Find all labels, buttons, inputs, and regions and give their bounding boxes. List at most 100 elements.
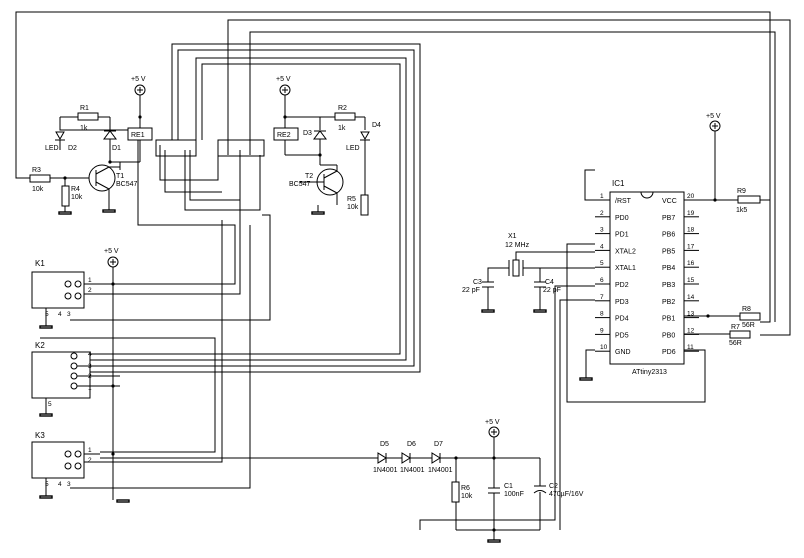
resistor-r2	[334, 112, 356, 121]
mcu-pin-name: PD1	[615, 232, 629, 239]
mcu-pin-name: XTAL2	[615, 248, 636, 255]
routing-wires	[15, 11, 791, 530]
svg-text:LED: LED	[346, 145, 360, 152]
diode-d6	[401, 452, 411, 464]
svg-text:R7: R7	[731, 324, 740, 331]
ground-symbol-t2	[311, 211, 325, 215]
connector-k3: K3 1 2 3 4 5	[31, 431, 130, 503]
resistor-r5	[360, 194, 369, 216]
resistor-r9	[737, 195, 761, 204]
svg-text:BC547: BC547	[289, 181, 311, 188]
diode-d5	[377, 452, 387, 464]
connector-k1: K1 1 2 3 4 5	[31, 259, 100, 329]
mcu-pin-name: PB5	[662, 248, 675, 255]
svg-text:3: 3	[67, 481, 71, 488]
mcu-pin-name: GND	[615, 349, 631, 356]
mcu-pin-number: 5	[600, 260, 604, 267]
mcu-pin-name: PD2	[615, 282, 629, 289]
svg-text:22 pF: 22 pF	[543, 287, 561, 294]
mcu-pin-name: PB4	[662, 265, 675, 272]
mcu-pin-number: 11	[687, 344, 694, 351]
svg-text:K3: K3	[35, 431, 45, 440]
resistor-r3	[29, 174, 51, 183]
svg-text:BC547: BC547	[116, 181, 138, 188]
mcu-ic1: IC1 ATtiny2313 1/RST2PD03PD14XTAL25XTAL1…	[595, 179, 699, 376]
svg-text:3: 3	[67, 311, 71, 318]
mcu-pin-number: 16	[687, 260, 695, 267]
svg-text:T1: T1	[116, 173, 124, 180]
svg-text:4: 4	[58, 311, 62, 318]
resistor-r4	[61, 185, 70, 207]
svg-text:RE1: RE1	[131, 132, 145, 139]
svg-text:5: 5	[45, 481, 49, 488]
mcu-pin-name: XTAL1	[615, 265, 636, 272]
mcu-pin-number: 19	[687, 210, 695, 217]
relay-driver-2: R2 1k RE2 D3 D3 D4 LED T2 BC547	[273, 105, 381, 216]
svg-text:D7: D7	[434, 441, 443, 448]
svg-text:C3: C3	[473, 279, 482, 286]
svg-text:10k: 10k	[32, 186, 44, 193]
svg-text:10k: 10k	[461, 493, 473, 500]
svg-text:D4: D4	[372, 122, 381, 129]
mcu-pin-number: 3	[600, 227, 604, 234]
svg-text:D6: D6	[407, 441, 416, 448]
svg-text:56R: 56R	[742, 322, 755, 329]
svg-text:4: 4	[58, 481, 62, 488]
crystal-x1	[512, 259, 520, 277]
crystal-section: X1 12 MHz C3 22 pF C4 22 pF	[462, 233, 595, 381]
mcu-pin-name: PD4	[615, 316, 629, 323]
ground-symbol-c3	[481, 309, 495, 313]
mcu-pin-number: 10	[600, 344, 608, 351]
mcu-pin-name: PD5	[615, 332, 629, 339]
supply-label-2: +5 V	[276, 76, 291, 83]
svg-text:1N4001: 1N4001	[373, 467, 398, 474]
diode-d3-symbol	[313, 130, 327, 140]
svg-text:T2: T2	[305, 173, 313, 180]
svg-text:10k: 10k	[71, 194, 83, 201]
supply-label-3: +5 V	[104, 248, 119, 255]
relay-driver-1: R1 1k LED D2 D1 RE1 R3 10k R4 10k	[29, 105, 153, 215]
mcu-pin-number: 12	[687, 327, 695, 334]
svg-text:470µF/16V: 470µF/16V	[549, 491, 584, 498]
relay-re2	[273, 127, 299, 141]
svg-text:D1: D1	[112, 145, 121, 152]
svg-text:5: 5	[48, 401, 52, 408]
svg-text:RE2: RE2	[277, 132, 291, 139]
svg-text:1N4001: 1N4001	[400, 467, 425, 474]
mcu-pin-name: PD6	[662, 349, 676, 356]
svg-text:1k: 1k	[80, 125, 88, 132]
svg-text:1: 1	[88, 385, 92, 392]
mcu-pin-name: PB3	[662, 282, 675, 289]
ground-symbol-k2	[39, 413, 53, 417]
ground-symbol-power	[487, 539, 501, 543]
resistor-r8	[739, 312, 761, 321]
svg-text:K1: K1	[35, 259, 45, 268]
svg-text:2: 2	[88, 287, 92, 294]
supply-symbols: +5 V +5 V +5 V +5 V +5 V	[104, 76, 721, 500]
svg-text:1k: 1k	[338, 125, 346, 132]
svg-text:R4: R4	[71, 186, 80, 193]
mcu-pin-name: PB7	[662, 215, 675, 222]
resistor-r7	[729, 330, 751, 339]
svg-text:R6: R6	[461, 485, 470, 492]
mcu-pin-name: VCC	[662, 198, 677, 205]
mcu-pin-number: 13	[687, 311, 695, 318]
diode-d7	[431, 452, 441, 464]
transistor-t1	[88, 164, 116, 192]
resistor-r6	[451, 481, 460, 503]
svg-text:R1: R1	[80, 105, 89, 112]
svg-text:1N4001: 1N4001	[428, 467, 453, 474]
mcu-pin-name: PD0	[615, 215, 629, 222]
svg-text:D3: D3	[303, 130, 312, 137]
ground-symbol-k1	[39, 325, 53, 329]
led-d2-symbol	[55, 131, 65, 141]
supply-label-4: +5 V	[706, 113, 721, 120]
svg-text:K2: K2	[35, 341, 45, 350]
mcu-pin-number: 1	[600, 193, 604, 200]
svg-text:1k5: 1k5	[736, 207, 747, 214]
svg-text:IC1: IC1	[612, 179, 625, 188]
svg-text:C2: C2	[549, 483, 558, 490]
svg-text:R8: R8	[742, 306, 751, 313]
svg-text:2: 2	[88, 457, 92, 464]
